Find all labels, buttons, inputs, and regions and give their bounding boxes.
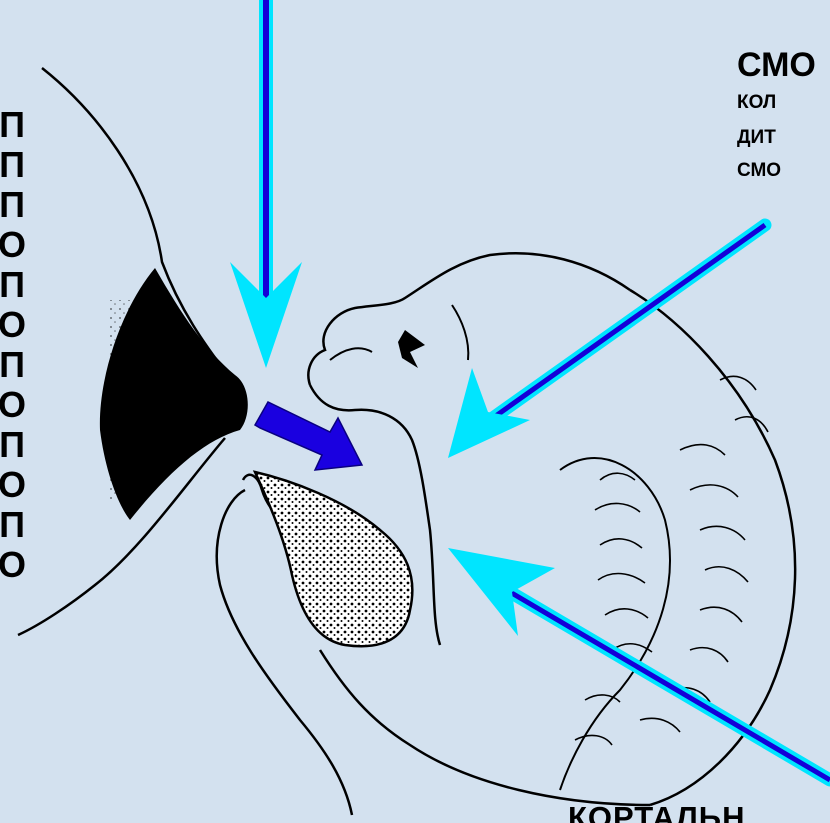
left-glyph: П xyxy=(0,265,25,305)
left-glyph: П xyxy=(0,425,25,465)
infant-tongue xyxy=(255,472,412,646)
palate-pointer-arrow xyxy=(448,225,765,458)
left-glyph: П xyxy=(0,505,25,545)
left-glyph: О xyxy=(0,545,26,585)
left-glyph: П xyxy=(0,105,25,145)
areola-stipple xyxy=(110,300,135,500)
left-glyph: О xyxy=(0,305,26,345)
nipple-pointer-arrow xyxy=(230,0,302,368)
infant-upper-lip-palate xyxy=(308,253,630,385)
left-glyph: О xyxy=(0,385,26,425)
label-title: СМО xyxy=(737,46,816,85)
label-line-1: КОЛ xyxy=(737,92,776,114)
left-glyph: П xyxy=(0,145,25,185)
milk-flow-arrow xyxy=(255,402,362,470)
infant-nose-star xyxy=(398,330,425,368)
left-glyph: О xyxy=(0,225,26,265)
label-line-2: ДИТ xyxy=(737,127,776,149)
left-glyph: П xyxy=(0,345,25,385)
label-bottom: КОРТАЛЬН xyxy=(568,800,745,823)
infant-skull xyxy=(630,290,795,805)
label-line-3: СМО xyxy=(737,160,781,182)
left-glyph: О xyxy=(0,465,26,505)
infant-upper-lip-fold xyxy=(330,348,372,360)
throat-pointer-arrow xyxy=(448,548,830,780)
infant-cheek-line xyxy=(452,305,468,360)
infant-lower-jaw xyxy=(320,650,650,805)
left-glyph: П xyxy=(0,185,25,225)
